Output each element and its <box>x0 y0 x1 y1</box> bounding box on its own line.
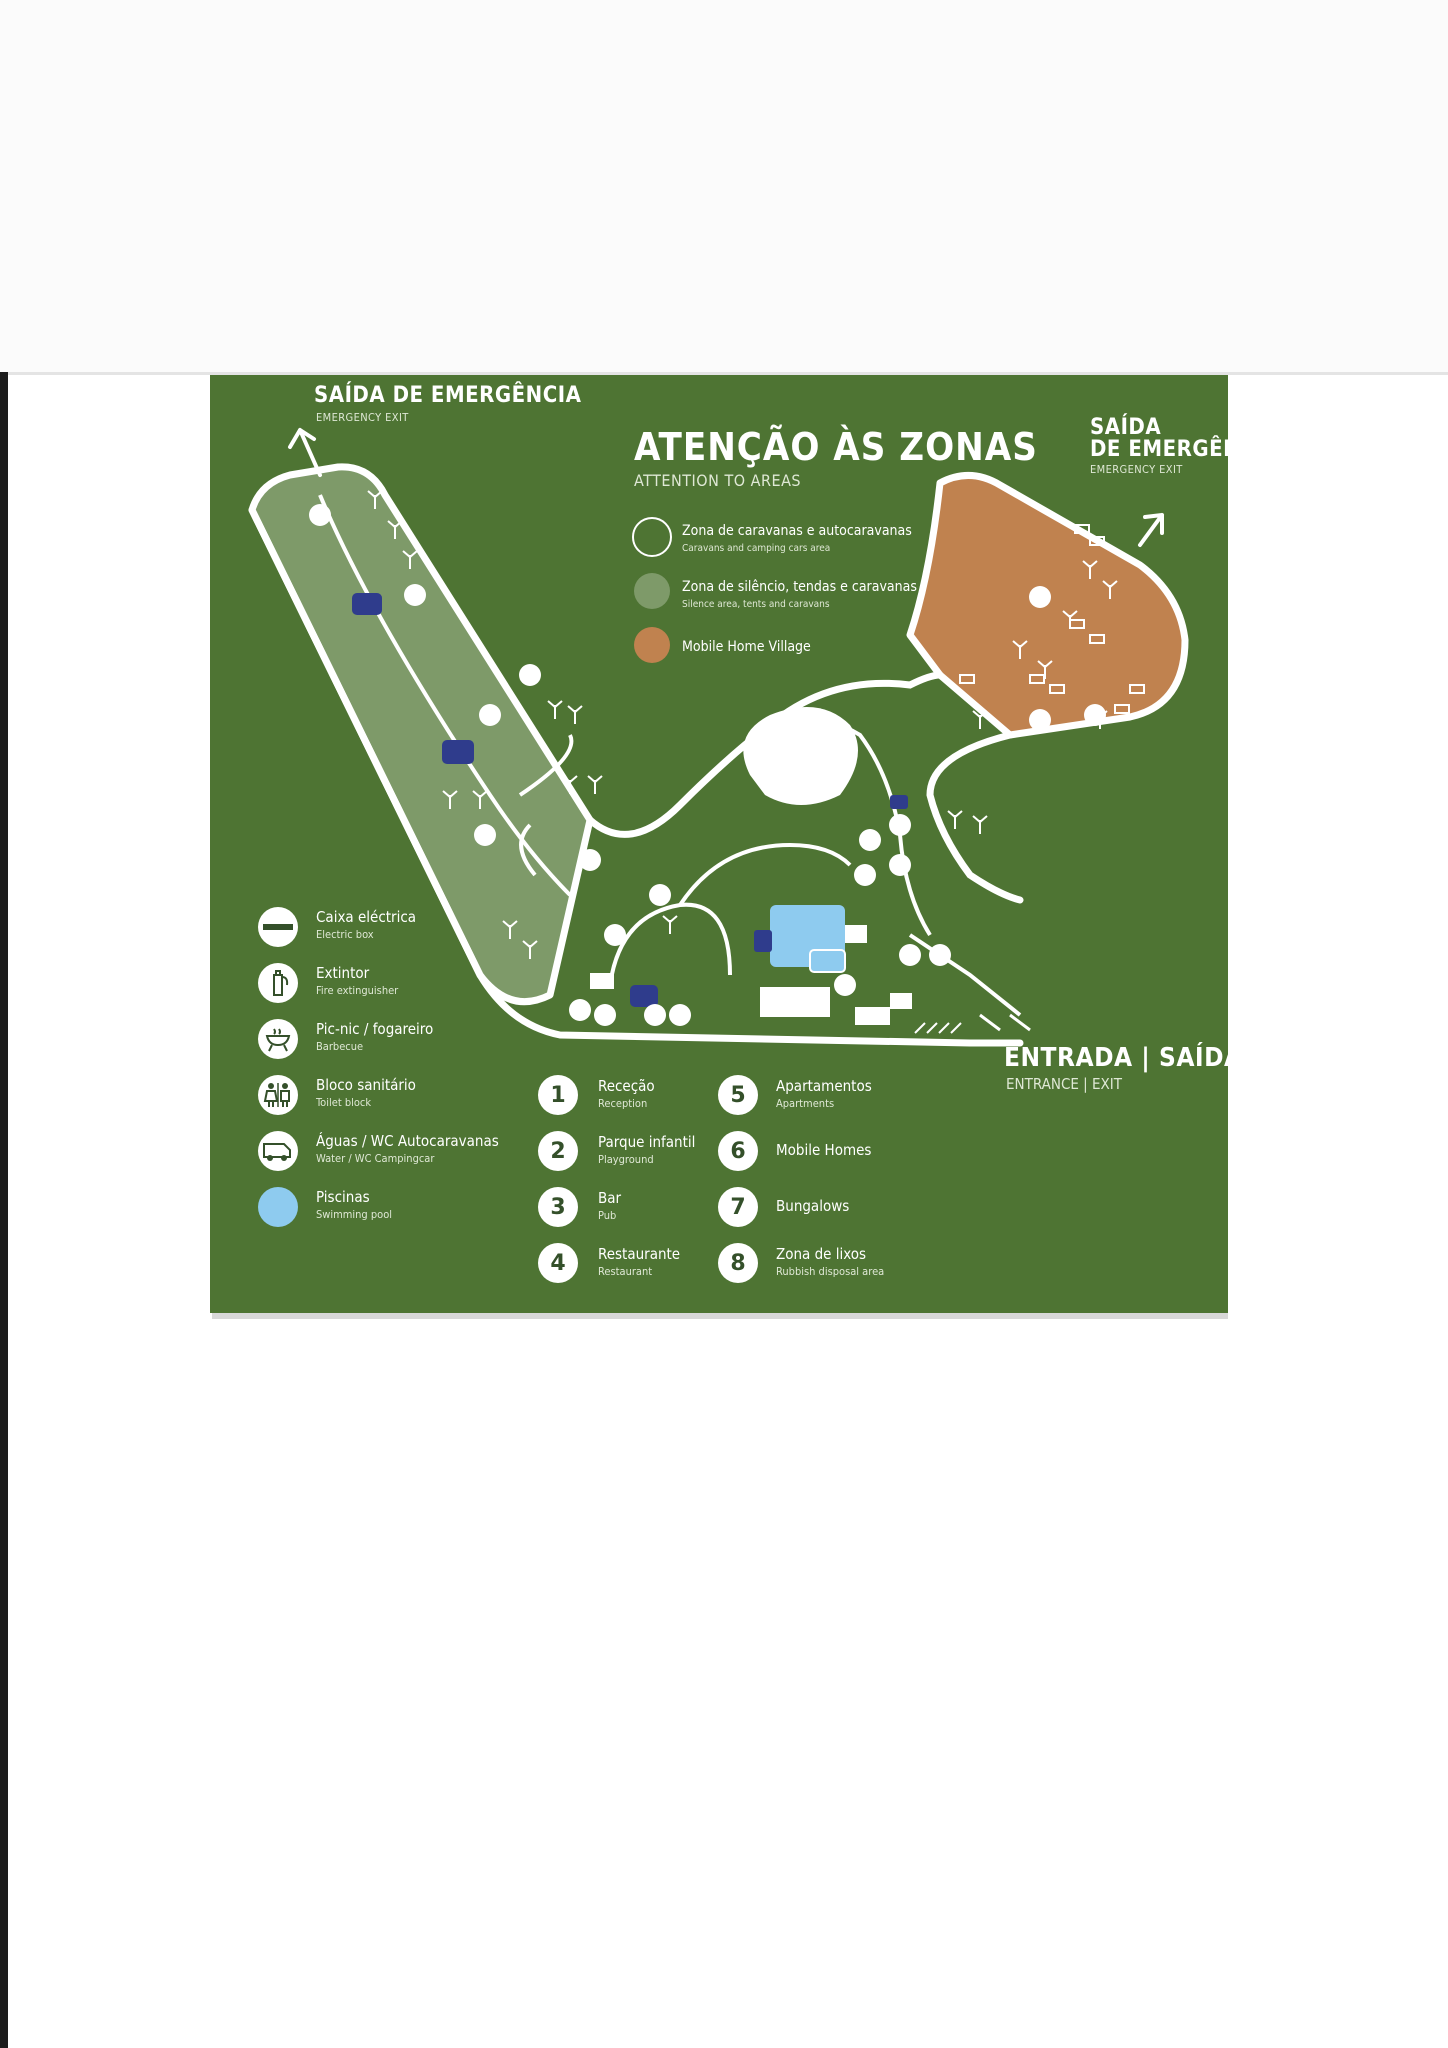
inner-road <box>608 902 732 986</box>
zone-label-mobile-home: Mobile Home Village <box>682 639 811 655</box>
fire-extinguisher-icon <box>258 963 298 1003</box>
emergency-exit-right-sub: EMERGENCY EXIT <box>1090 463 1183 476</box>
toilet-block-icon <box>258 1075 298 1115</box>
map-markers <box>309 504 1106 1026</box>
kids-pool <box>809 949 846 973</box>
place-label-playground: Parque infantil <box>598 1133 696 1151</box>
zone-swatch-silence <box>634 573 670 609</box>
place-number-6: 6 <box>718 1131 758 1171</box>
place-number-3: 3 <box>538 1187 578 1227</box>
place-sub-playground: Playground <box>598 1153 654 1166</box>
place-sub-restaurant: Restaurant <box>598 1265 653 1278</box>
scanned-page-edge <box>0 372 8 2048</box>
entrance-hatching <box>914 1022 962 1034</box>
place-label-reception: Receção <box>598 1077 655 1095</box>
emergency-exit-left-sub: EMERGENCY EXIT <box>316 411 409 424</box>
zone-label-caravans: Zona de caravanas e autocaravanas <box>682 523 912 539</box>
toilet-block-marker <box>890 795 908 809</box>
inner-road <box>678 842 852 907</box>
place-sub-rubbish: Rubbish disposal area <box>776 1265 885 1278</box>
place-number-8: 8 <box>718 1243 758 1283</box>
legend-sub-pool: Swimming pool <box>316 1208 393 1221</box>
entrance-sub: ENTRANCE | EXIT <box>1006 1075 1123 1093</box>
building <box>845 925 867 943</box>
legend-sub-electric-box: Electric box <box>316 928 374 941</box>
toilet-block-marker <box>352 593 382 615</box>
zone-swatch-mobile-home <box>634 627 670 663</box>
legend-label-pool: Piscinas <box>316 1188 370 1206</box>
access-road <box>979 1013 1031 1032</box>
zone-label-silence: Zona de silêncio, tendas e caravanas <box>682 579 917 595</box>
place-sub-bar: Pub <box>598 1209 617 1222</box>
legend-sub-toilet: Toilet block <box>316 1096 372 1109</box>
place-label-mobile-homes: Mobile Homes <box>776 1141 872 1159</box>
barbecue-icon <box>258 1019 298 1059</box>
map-subtitle: ATTENTION TO AREAS <box>634 471 802 490</box>
mobile-home-zone-area <box>906 471 1189 739</box>
entrance-label: ENTRADA | SAÍDA <box>1004 1043 1228 1073</box>
zone-sub-silence: Silence area, tents and caravans <box>682 599 830 610</box>
mobile-home-markers <box>959 524 1145 714</box>
place-sub-apartments: Apartments <box>776 1097 835 1110</box>
building <box>590 973 614 989</box>
place-number-4: 4 <box>538 1243 578 1283</box>
emergency-exit-right-label-1: SAÍDA <box>1090 415 1162 440</box>
building <box>760 987 830 1017</box>
emergency-exit-right-label-2: DE EMERGÊNCIA <box>1090 437 1228 462</box>
place-label-bungalows: Bungalows <box>776 1197 850 1215</box>
zone-swatch-caravans <box>632 517 672 557</box>
place-label-rubbish: Zona de lixos <box>776 1245 867 1263</box>
place-number-1: 1 <box>538 1075 578 1115</box>
legend-label-campingcar: Águas / WC Autocaravanas <box>316 1132 499 1150</box>
swimming-pool-icon <box>258 1187 298 1227</box>
inner-road <box>518 734 574 797</box>
building <box>855 1007 890 1025</box>
place-number-5: 5 <box>718 1075 758 1115</box>
scanned-page-top-band <box>0 0 1448 375</box>
legend-label-electric-box: Caixa eléctrica <box>316 908 417 926</box>
building <box>890 993 912 1009</box>
place-number-7: 7 <box>718 1187 758 1227</box>
toilet-block-marker <box>754 930 772 952</box>
silence-zone-area <box>248 463 594 1006</box>
place-label-restaurant: Restaurante <box>598 1245 681 1263</box>
emergency-exit-arrow-left <box>288 428 322 477</box>
place-number-2: 2 <box>538 1131 578 1171</box>
place-label-apartments: Apartamentos <box>776 1077 872 1095</box>
legend-sub-campingcar: Water / WC Campingcar <box>316 1152 435 1165</box>
bungalow-island <box>743 707 858 805</box>
zone-sub-caravans: Caravans and camping cars area <box>682 543 831 554</box>
emergency-exit-left-label: SAÍDA DE EMERGÊNCIA <box>314 383 582 408</box>
campsite-map <box>248 428 1189 1047</box>
place-sub-reception: Reception <box>598 1097 648 1110</box>
legend-label-barbecue: Pic-nic / fogareiro <box>316 1020 434 1038</box>
legend-label-toilet: Bloco sanitário <box>316 1076 416 1094</box>
legend-sub-barbecue: Barbecue <box>316 1040 364 1053</box>
legend-sub-extinguisher: Fire extinguisher <box>316 984 399 997</box>
toilet-block-marker <box>442 740 474 764</box>
electric-box-icon <box>258 907 298 947</box>
place-label-bar: Bar <box>598 1189 622 1207</box>
toilet-block-marker <box>630 985 658 1007</box>
legend-label-extinguisher: Extintor <box>316 964 370 982</box>
campingcar-icon <box>258 1131 298 1171</box>
map-title: ATENÇÃO ÀS ZONAS <box>634 425 1038 469</box>
card-shadow <box>212 1313 1228 1319</box>
emergency-exit-arrow-right <box>1138 513 1164 547</box>
inner-road <box>908 933 1022 1017</box>
inner-road <box>519 823 537 877</box>
campsite-map-card: SAÍDA DE EMERGÊNCIA EMERGENCY EXIT SAÍDA… <box>210 375 1228 1313</box>
